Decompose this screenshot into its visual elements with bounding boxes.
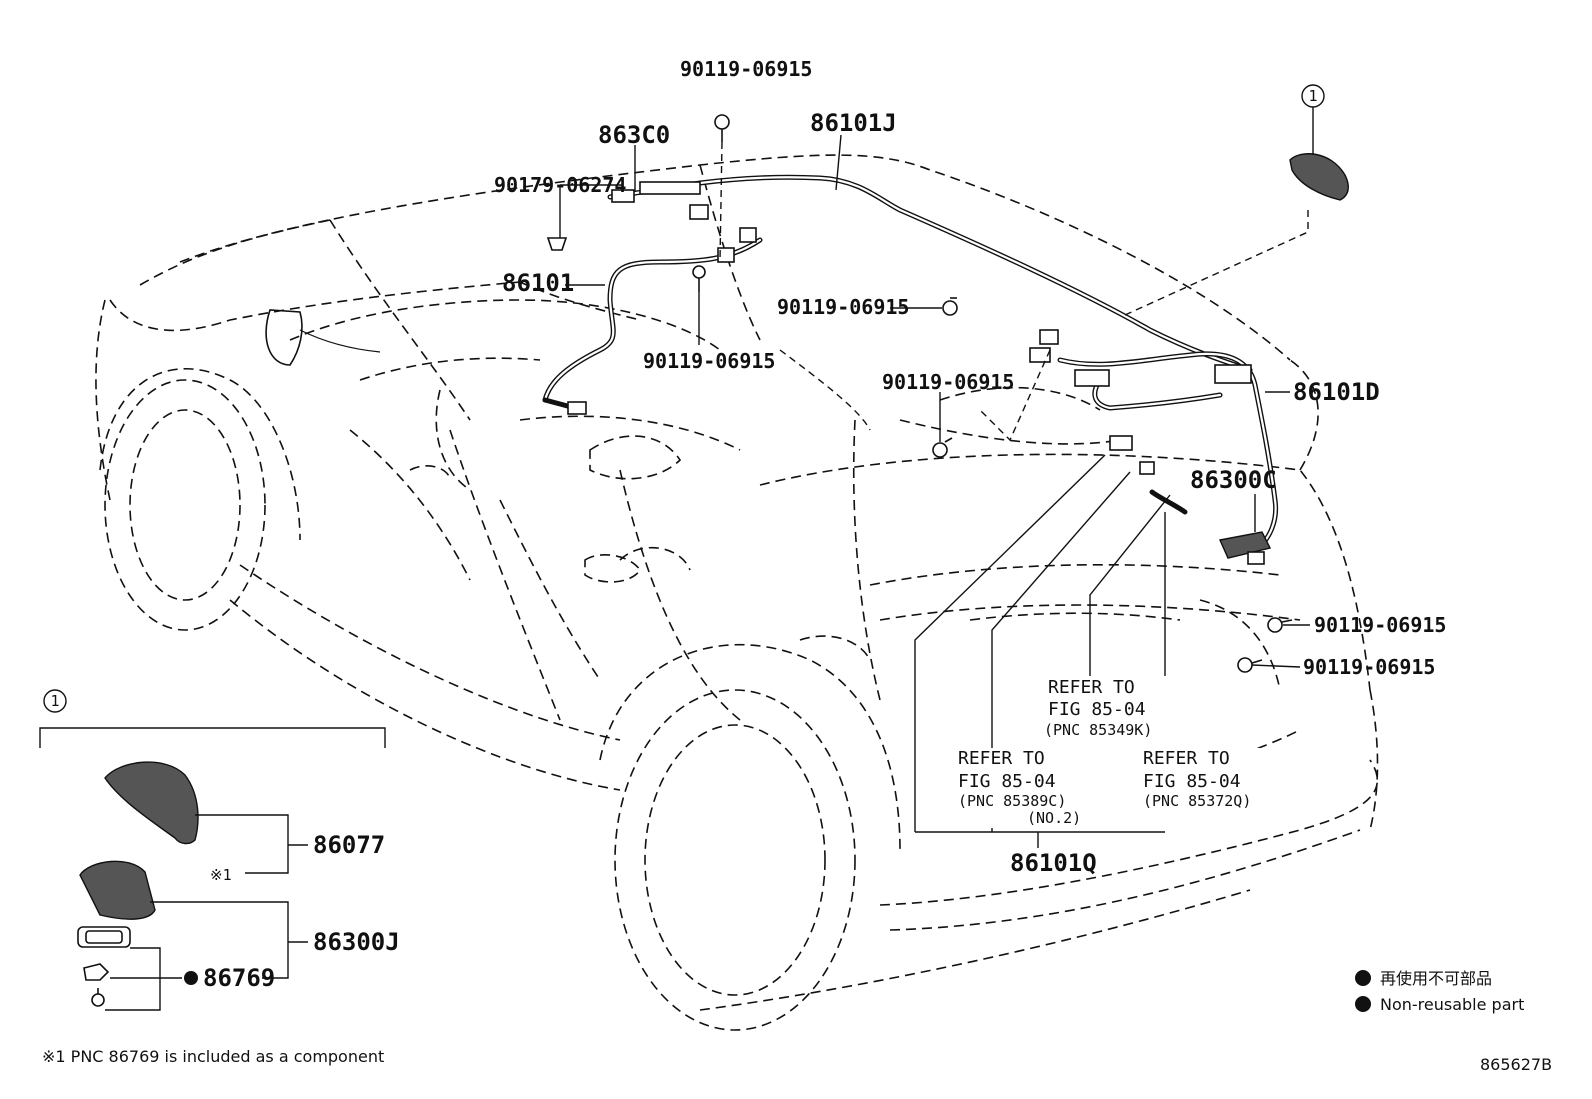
label-86101J: 86101J (810, 109, 897, 137)
screw-icon (91, 988, 105, 1007)
label-90179: 90179-06274 (494, 173, 626, 197)
car-body-outline (95, 154, 1379, 1031)
bolt-icon (692, 265, 706, 292)
bolt-icon (1267, 617, 1293, 633)
harness-connectors (611, 181, 1252, 515)
inset-group (39, 727, 386, 1011)
label-bolt-mid-center: 90119-06915 (643, 349, 775, 373)
label-86300J: 86300J (313, 928, 400, 956)
label-86300C: 86300C (1190, 466, 1277, 494)
amplifier-86300C (1219, 531, 1272, 565)
connector-d4 (1214, 364, 1252, 384)
bracket-863C0 (639, 181, 701, 195)
ref2-line1: REFER TO (958, 748, 1045, 769)
connector-863C0 (611, 189, 635, 203)
label-bolt-right-2: 90119-06915 (1303, 655, 1435, 679)
antenna-cord-86101-wire (542, 237, 763, 415)
connector-d3 (1074, 369, 1110, 387)
ref2-line3: (PNC 85389C) (958, 792, 1066, 810)
ref2-line2: FIG 85-04 (958, 771, 1056, 792)
label-86077: 86077 (313, 831, 385, 859)
label-bolt-mid-right: 90119-06915 (777, 295, 909, 319)
clip-a (689, 204, 709, 220)
bolt-icon (932, 437, 953, 458)
label-bolt-lower-mid: 90119-06915 (882, 370, 1014, 394)
non-reusable-dot-icon (184, 971, 198, 985)
callout-inset-number: 1 (50, 692, 59, 710)
legend-dot-icon (1355, 996, 1371, 1012)
cord-86101-connector (567, 401, 587, 415)
reference-block-1: REFER TO FIG 85-04 (PNC 85349K) (1040, 676, 1180, 739)
reference-block-2: REFER TO FIG 85-04 (PNC 85389C) (NO.2) (950, 748, 1085, 828)
bolt-icon (1237, 657, 1263, 673)
antenna-cover-86077 (104, 761, 199, 845)
ref2-line4: (NO.2) (1027, 809, 1081, 827)
clip-c (717, 247, 735, 263)
gasket-86769 (77, 926, 131, 948)
label-bolt-top: 90119-06915 (680, 57, 812, 81)
connector-d2 (1029, 347, 1051, 363)
connector-d1 (1039, 329, 1059, 345)
ref1-line3: (PNC 85349K) (1044, 721, 1152, 739)
figure-id: 865627B (1480, 1055, 1552, 1074)
ref3-line2: FIG 85-04 (1143, 771, 1241, 792)
legend-dot-icon (1355, 970, 1371, 986)
antenna-base-86300J (79, 860, 156, 920)
label-bolt-right-1: 90119-06915 (1314, 613, 1446, 637)
clip-b (739, 227, 757, 243)
ref1-line1: REFER TO (1048, 677, 1135, 698)
legend-jp: 再使用不可部品 (1380, 969, 1492, 988)
legend-en: Non-reusable part (1380, 995, 1524, 1014)
label-86769: 86769 (203, 964, 275, 992)
callout-inset: 1 (43, 689, 67, 713)
ref1-line2: FIG 85-04 (1048, 699, 1146, 720)
label-86101: 86101 (502, 269, 574, 297)
reference-block-3: REFER TO FIG 85-04 (PNC 85372Q) (1135, 748, 1275, 810)
antenna-cord-86101D-wire (1057, 351, 1279, 553)
label-863C0: 863C0 (598, 121, 670, 149)
bolt-icon (942, 297, 958, 316)
shark-fin-antenna-top (1289, 153, 1349, 201)
label-mark-x1: ※1 (210, 866, 232, 884)
antenna-cord-86101J-wire (607, 174, 1253, 373)
callout-top: 1 (1301, 84, 1325, 108)
nut-icon (83, 963, 110, 981)
clip-ref (1139, 461, 1155, 475)
ref3-line3: (PNC 85372Q) (1143, 792, 1251, 810)
footnote: ※1 PNC 86769 is included as a component (42, 1047, 384, 1066)
label-86101Q: 86101Q (1010, 849, 1097, 877)
label-86101D: 86101D (1293, 378, 1380, 406)
callout-top-number: 1 (1308, 87, 1317, 105)
part-labels: 90119-06915 86101J 863C0 90179-06274 861… (203, 57, 1446, 992)
clip-icon (546, 237, 568, 251)
grommet (1109, 435, 1133, 451)
legend: 再使用不可部品 Non-reusable part (1355, 969, 1524, 1014)
ref3-line1: REFER TO (1143, 748, 1230, 769)
bolt-icon (714, 114, 730, 142)
